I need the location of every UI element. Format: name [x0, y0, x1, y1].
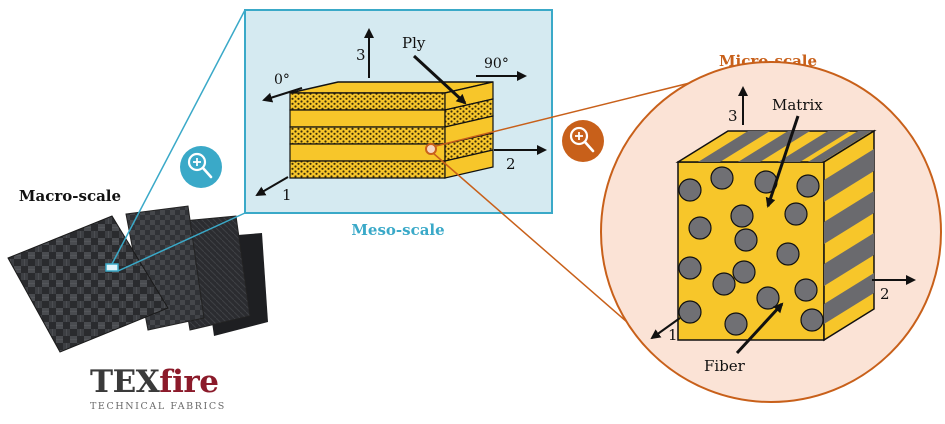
macro-scale-label: Macro-scale — [19, 187, 121, 205]
fiber-top-1 — [698, 131, 770, 162]
texfire-logo: TEXfire TECHNICAL FABRICS — [90, 364, 226, 412]
micro-axis-3-label: 3 — [728, 107, 738, 125]
fiber-section — [710, 166, 734, 190]
micro-zoom-icon[interactable] — [562, 120, 604, 162]
fiber-section — [678, 256, 702, 280]
rve-cube — [675, 129, 877, 342]
meso-zoom-line-top — [111, 9, 246, 265]
logo-tagline: TECHNICAL FABRICS — [90, 401, 226, 412]
micro-axis-2-label: 2 — [880, 285, 890, 303]
fiber-side-1 — [824, 149, 874, 202]
ply-front-3 — [289, 126, 446, 145]
meso-zoom-icon[interactable] — [180, 146, 222, 188]
fiber-section — [712, 272, 736, 296]
fabric-samples-photo — [7, 205, 268, 353]
fiber-section — [732, 260, 756, 284]
matrix-label: Matrix — [772, 96, 823, 114]
micro-zoom-line-top — [435, 71, 735, 147]
fiber-section — [734, 228, 758, 252]
macro-zoom-marker — [105, 263, 119, 272]
fiber-section — [688, 216, 712, 240]
meso-axis-1-label: 1 — [282, 186, 292, 204]
fiber-section — [796, 174, 820, 198]
fiber-section — [794, 278, 818, 302]
micro-axis-1 — [650, 317, 681, 340]
logo-brand-fire: fire — [159, 364, 218, 400]
fiber-section — [756, 286, 780, 310]
fiber-section — [784, 202, 808, 226]
angle-0-arrow — [262, 87, 303, 103]
micro-zoom-marker — [425, 143, 437, 155]
fiber-section — [724, 312, 748, 336]
ply-side-5 — [444, 149, 494, 179]
micro-axis-1-label: 1 — [668, 326, 678, 344]
fiber-section — [730, 204, 754, 228]
ply-front-4 — [289, 143, 446, 162]
meso-scale-label: Meso-scale — [351, 221, 444, 239]
logo-brand-tex: TEX — [90, 364, 161, 400]
fiber-section — [678, 178, 702, 202]
fiber-pointer-arrow — [735, 302, 784, 355]
meso-axis-1 — [255, 176, 289, 197]
fiber-side-3 — [824, 233, 874, 286]
ply-front-1 — [289, 92, 446, 111]
fiber-side-2 — [824, 191, 874, 244]
ply-pointer-arrow — [412, 54, 467, 105]
meso-zoom-line-bottom — [117, 212, 246, 272]
ply-front-5 — [289, 160, 446, 179]
fiber-top-2 — [738, 131, 810, 162]
fiber-side-4 — [824, 273, 874, 324]
angle-90-label: 90° — [484, 56, 509, 72]
fiber-top-3 — [778, 131, 850, 162]
ply-front-2 — [289, 109, 446, 128]
ply-label: Ply — [402, 34, 426, 52]
laminate-stack — [289, 81, 494, 179]
angle-0-label: 0° — [274, 72, 290, 88]
svg-text:TEXfire: TEXfire — [90, 364, 218, 400]
fiber-section — [800, 308, 824, 332]
fiber-top-4 — [808, 131, 872, 162]
fiber-section — [776, 242, 800, 266]
fiber-label: Fiber — [704, 357, 746, 375]
micro-scale-group: Micro-scale — [432, 52, 942, 403]
fiber-section — [678, 300, 702, 324]
matrix-pointer-arrow — [765, 115, 800, 208]
macro-scale-group: Macro-scale TEXfire TECHNICAL FABRICS — [7, 187, 268, 412]
meso-axis-2-label: 2 — [506, 155, 516, 173]
meso-axis-3-label: 3 — [356, 46, 366, 64]
meso-scale-group: Meso-scale 3 2 1 — [111, 9, 553, 272]
fabric-sample-1 — [7, 215, 169, 353]
